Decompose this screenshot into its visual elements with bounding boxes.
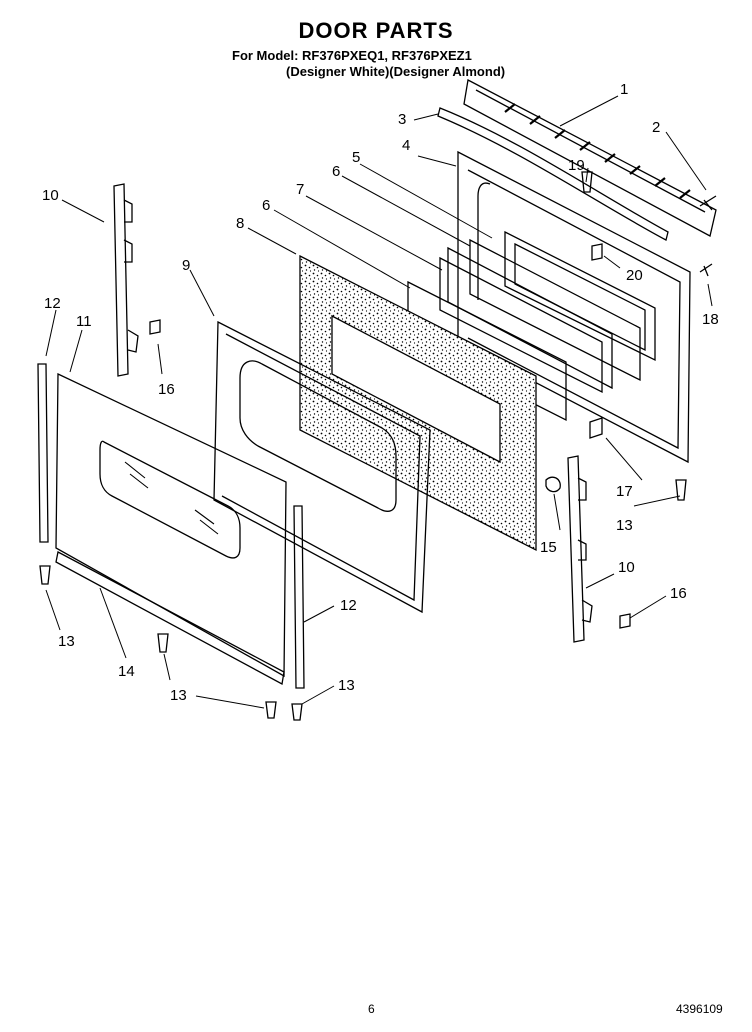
door-frame	[213, 320, 431, 614]
glass-pane-frame	[469, 238, 641, 382]
callout-17: 17	[616, 483, 633, 500]
clip-20	[591, 243, 603, 261]
color-line: (Designer White)(Designer Almond)	[286, 64, 506, 79]
callout-6-upper: 6	[332, 163, 341, 180]
left-side-trim	[37, 363, 49, 543]
screw-13-bottom	[265, 701, 277, 719]
top-vent-trim	[463, 79, 717, 237]
callout-13-center: 13	[170, 687, 187, 704]
document-number: 4396109	[676, 1002, 723, 1016]
callout-15: 15	[540, 539, 557, 556]
screw-2	[699, 195, 717, 211]
model-line: For Model: RF376PXEQ1, RF376PXEZ1	[232, 48, 472, 63]
clip-16-left	[149, 319, 161, 335]
inner-door-liner	[457, 150, 691, 464]
callout-18: 18	[702, 311, 719, 328]
clip-17	[589, 417, 603, 439]
inner-glass-pane	[447, 246, 613, 390]
callout-9: 9	[182, 257, 191, 274]
screw-19	[581, 171, 593, 193]
bumper-15	[545, 476, 561, 493]
right-hinge-bracket	[567, 455, 593, 643]
right-side-trim	[293, 505, 305, 689]
callout-2: 2	[652, 119, 661, 136]
callout-14: 14	[118, 663, 135, 680]
callout-1: 1	[620, 81, 629, 98]
callout-8: 8	[236, 215, 245, 232]
page-number: 6	[368, 1002, 375, 1016]
callout-6-lower: 6	[262, 197, 271, 214]
screw-18	[699, 263, 713, 277]
callout-5: 5	[352, 149, 361, 166]
callout-10-left: 10	[42, 187, 59, 204]
curved-trim	[437, 107, 669, 241]
callout-7: 7	[296, 181, 305, 198]
screw-13-left	[39, 565, 51, 585]
model-info: For Model: RF376PXEQ1, RF376PXEZ1 (Desig…	[232, 48, 505, 80]
clip-16-right	[619, 613, 631, 629]
leader-lines	[45, 95, 713, 709]
callout-4: 4	[402, 137, 411, 154]
callout-16-left: 16	[158, 381, 175, 398]
callout-20: 20	[626, 267, 643, 284]
callout-13-right: 13	[616, 517, 633, 534]
callout-3: 3	[398, 111, 407, 128]
bottom-trim-strip	[55, 551, 285, 686]
screw-13-center	[157, 633, 169, 653]
callout-12-left: 12	[44, 295, 61, 312]
outer-door-panel	[55, 372, 287, 678]
callout-12-right: 12	[340, 597, 357, 614]
callout-10-right: 10	[618, 559, 635, 576]
outer-glass-pane	[439, 256, 603, 394]
screw-13-trim	[291, 703, 303, 721]
callout-13-bottom: 13	[338, 677, 355, 694]
door-insulation	[299, 254, 537, 552]
callout-13-left: 13	[58, 633, 75, 650]
callout-11: 11	[76, 313, 92, 330]
left-hinge-bracket	[113, 183, 139, 377]
page-title: DOOR PARTS	[298, 18, 454, 43]
callout-19: 19	[568, 157, 585, 174]
callout-16-right: 16	[670, 585, 687, 602]
screw-13-right	[675, 479, 687, 501]
